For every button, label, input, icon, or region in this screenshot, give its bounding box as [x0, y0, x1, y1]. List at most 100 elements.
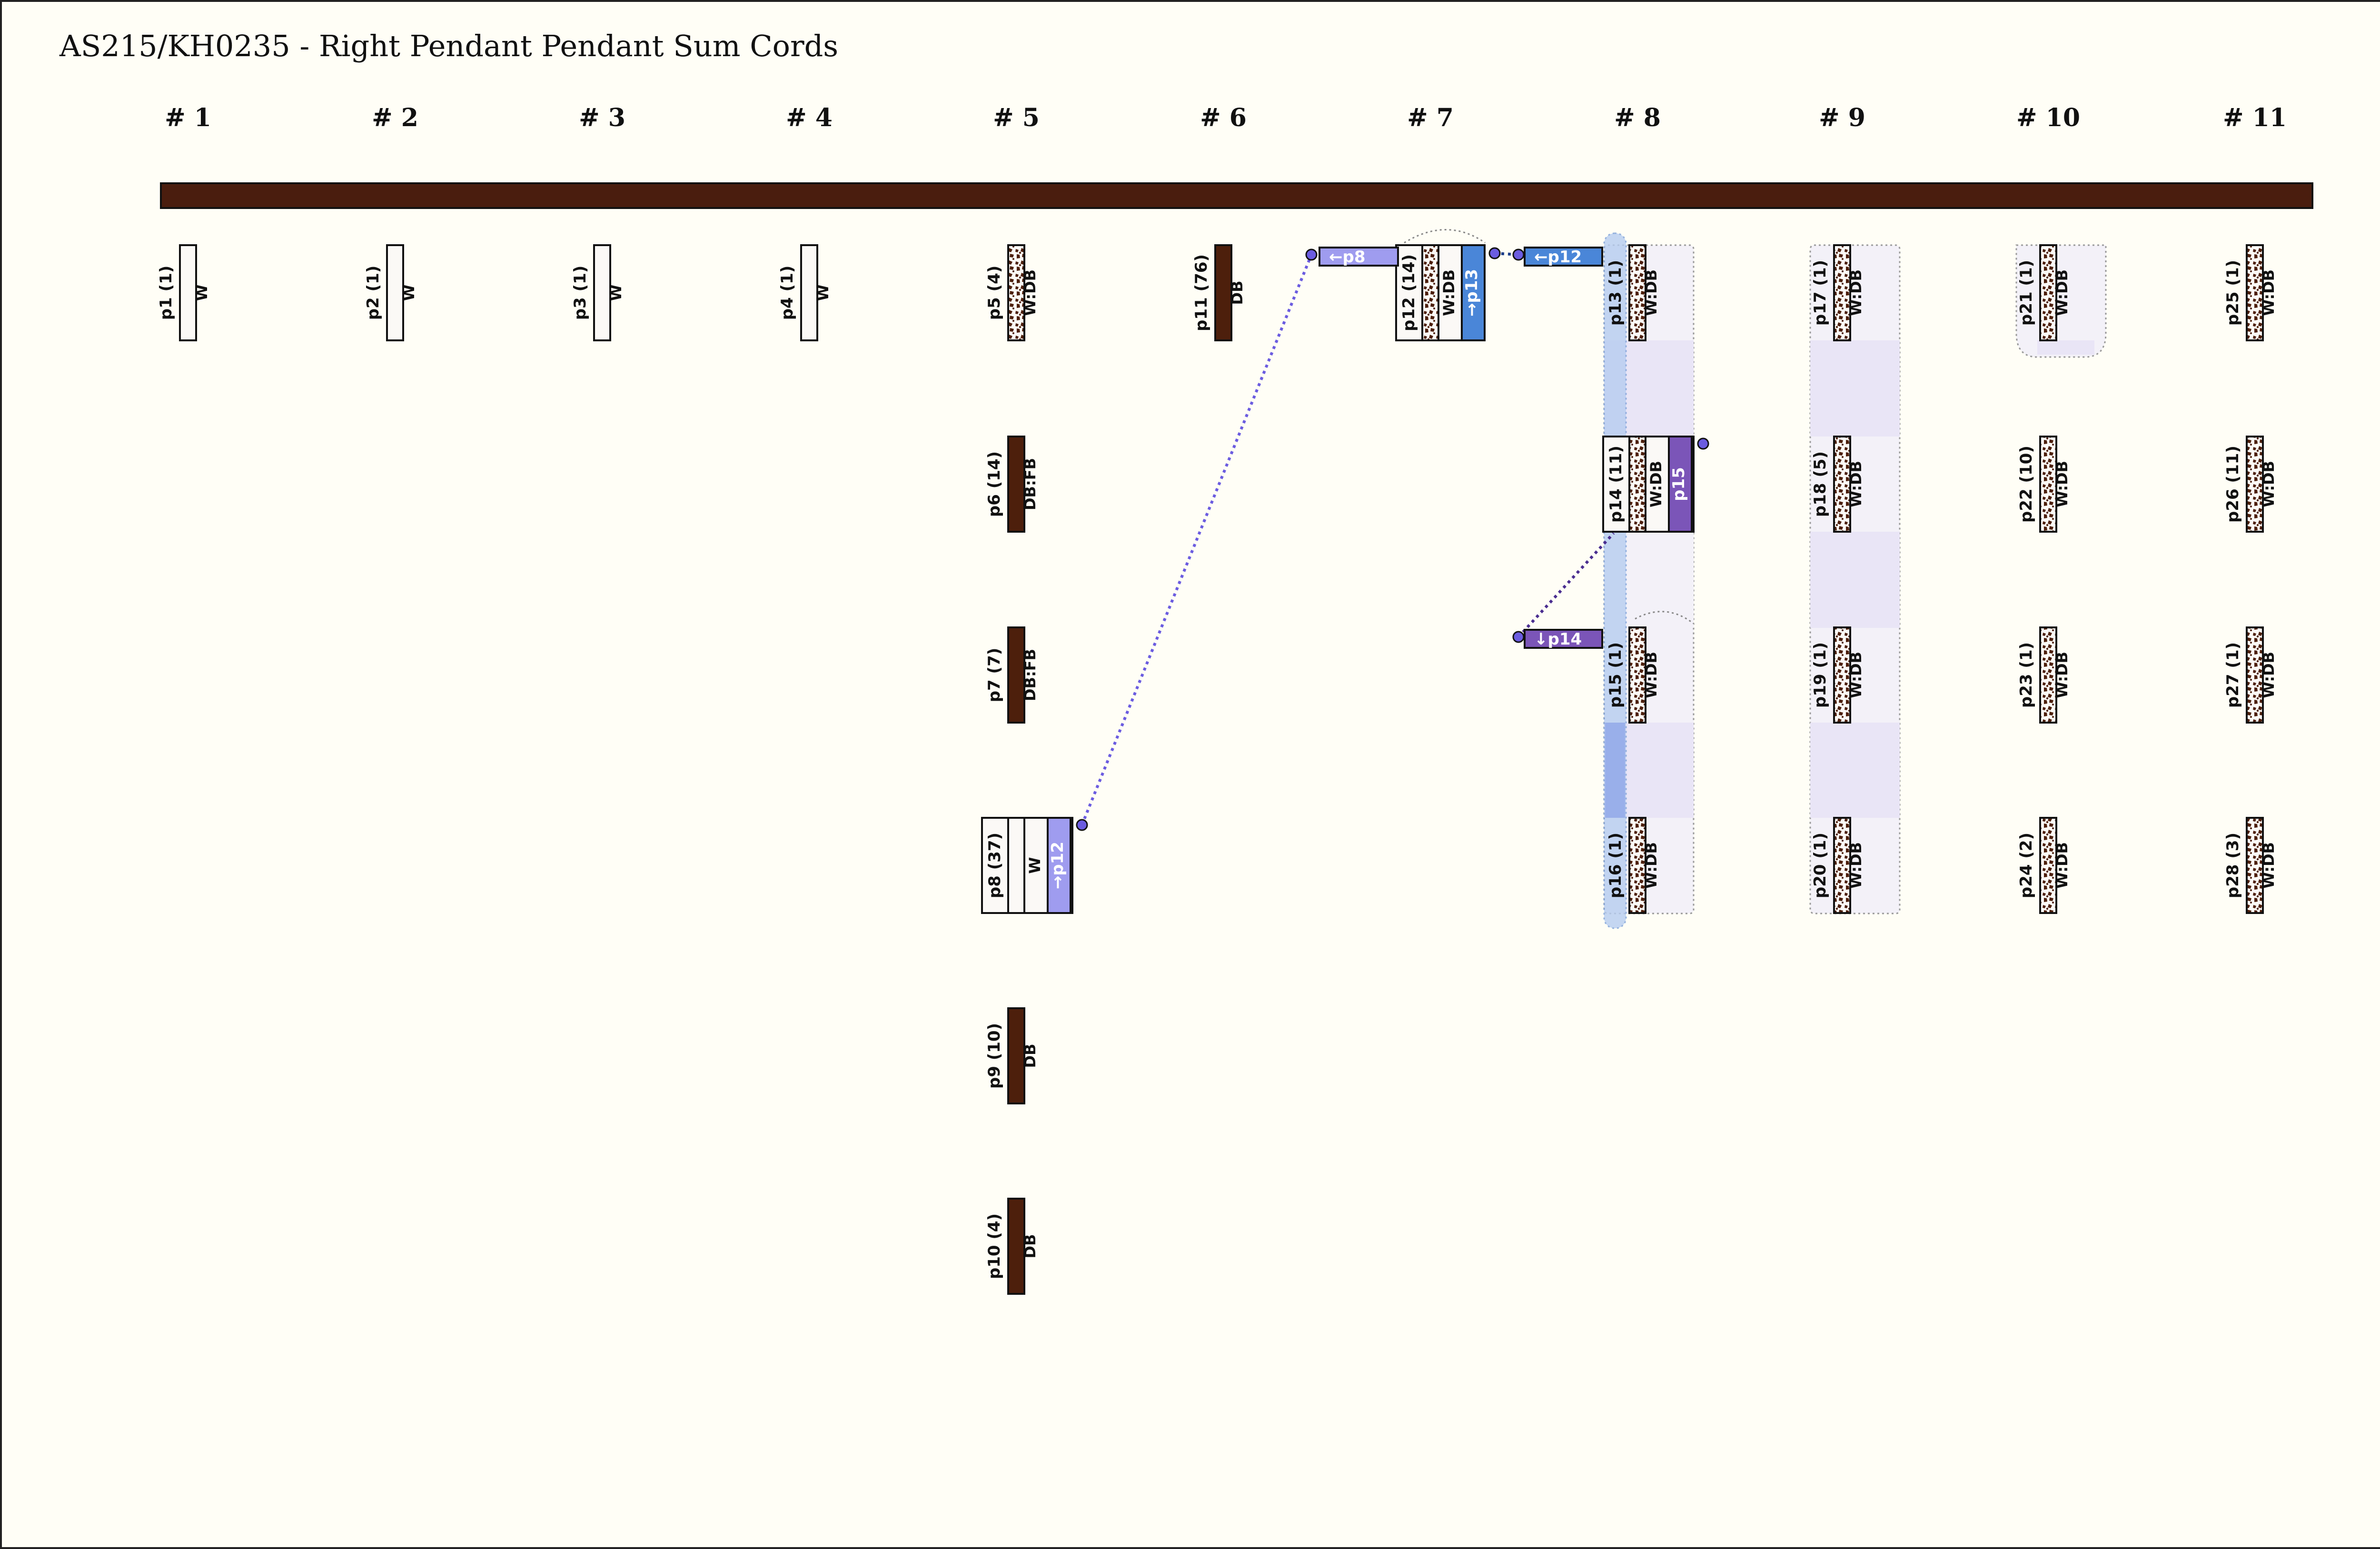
pendant-cord-p21[interactable]: p21 (1)W:DB: [2017, 244, 2071, 341]
pendant-cord-p3[interactable]: p3 (1) W: [571, 244, 625, 341]
cord-label: p6 (14): [985, 451, 1004, 517]
pendant-cord-p11[interactable]: p11 (76) DB: [1192, 244, 1246, 341]
cord-link-label: →p12: [1048, 842, 1067, 889]
pendant-cord-p24[interactable]: p24 (2) W:DB: [2017, 817, 2071, 914]
pendant-cord-p2[interactable]: p2 (1)W: [364, 244, 418, 341]
cord-bar: [1214, 244, 1232, 341]
pendant-cord-p18[interactable]: p18 (5) W:DB: [1811, 436, 1865, 533]
pendant-cord-p6[interactable]: p6 (14)DB:FB: [985, 436, 1039, 533]
cord-bar: [1628, 817, 1646, 914]
pendant-cord-p10[interactable]: p10 (4)DB: [985, 1198, 1039, 1295]
cord-color-label: W:DB: [1642, 652, 1660, 698]
cord-label: p17 (1): [1811, 260, 1830, 326]
pendant-cord-p15[interactable]: p15 (1) W:DB ↓p14: [1524, 626, 1660, 724]
pendant-cord-p19[interactable]: p19 (1) W:DB: [1811, 626, 1865, 724]
pendant-cord-p23[interactable]: p23 (1)W:DB: [2017, 626, 2071, 724]
cord-bar: [1628, 244, 1646, 341]
incoming-link-label: ↓p14: [1534, 630, 1582, 649]
cord-label: p7 (7): [985, 648, 1004, 703]
cord-label: p5 (4): [985, 266, 1004, 320]
cord-label: p15 (1): [1606, 642, 1625, 708]
group-label: # 10: [2016, 103, 2080, 132]
pendant-cord-p5[interactable]: p5 (4)W:DB: [985, 244, 1039, 341]
cord-color-label: W:DB: [1440, 269, 1458, 316]
primary-cord: [160, 182, 2313, 209]
cord-bar: [1007, 1007, 1025, 1104]
group-9-gap: [1810, 723, 1900, 818]
group-label: # 7: [1407, 103, 1454, 132]
group-10-box: [2015, 244, 2107, 358]
cord-label: p18 (5): [1811, 451, 1830, 517]
incoming-link-label: ←p8: [1329, 248, 1365, 267]
link-endpoint: [1488, 247, 1501, 259]
cord-color-label: W:DB: [2260, 269, 2278, 316]
cord-label: p8 (37): [985, 833, 1004, 898]
cord-bar: [2039, 626, 2057, 724]
pendant-cord-p28[interactable]: p28 (3)W:DB: [2223, 817, 2278, 914]
cord-label: p24 (2): [2017, 833, 2036, 898]
cord-bar: [179, 244, 197, 341]
group-10-gap: [2037, 340, 2094, 355]
cord-bar: [1833, 436, 1851, 533]
link-endpoint: [1076, 819, 1088, 831]
pendant-cord-p26[interactable]: p26 (11)W:DB: [2223, 436, 2278, 533]
cord-color-label: W: [400, 284, 418, 301]
cord-color-label: DB: [1021, 1234, 1039, 1259]
incoming-link-tag: [1319, 247, 1399, 267]
cord-bar: [1421, 244, 1439, 341]
group-label: # 8: [1614, 103, 1661, 132]
cord-color-label: W: [814, 284, 832, 301]
cord-color-label: W:DB: [1847, 461, 1865, 507]
group-label: # 6: [1200, 103, 1247, 132]
cord-color-label: W:DB: [1642, 269, 1660, 316]
group-label: # 9: [1819, 103, 1865, 132]
cord-label: p3 (1): [571, 266, 590, 320]
pendant-cord-p1[interactable]: p1 (1)W: [157, 244, 211, 341]
cord-color-label: W:DB: [2053, 842, 2071, 889]
cord-bar: [1007, 244, 1025, 341]
pendant-cord-p22[interactable]: p22 (10)W:DB: [2017, 436, 2071, 533]
link-endpoint: [1305, 248, 1318, 261]
cord-bar: [800, 244, 818, 341]
pendant-cord-p8[interactable]: p8 (37) W→p12: [981, 817, 1073, 914]
pendant-cord-p27[interactable]: p27 (1)W:DB: [2223, 626, 2278, 724]
cord-color-label: W:DB: [1642, 842, 1660, 889]
pendant-cord-p16[interactable]: p16 (1) W:DB: [1606, 817, 1660, 914]
cord-color-label: W:DB: [1647, 461, 1665, 507]
pendant-cord-p9[interactable]: p9 (10)DB: [985, 1007, 1039, 1104]
group-label: # 4: [786, 103, 833, 132]
cord-color-label: W: [1026, 857, 1044, 874]
pendant-cord-p13[interactable]: p13 (1)W:DB←p12: [1524, 244, 1660, 341]
pendant-cord-p20[interactable]: p20 (1)W:DB: [1811, 817, 1865, 914]
cord-color-label: DB:FB: [1021, 649, 1039, 701]
pendant-cord-p25[interactable]: p25 (1)W:DB: [2223, 244, 2278, 341]
group-label: # 11: [2223, 103, 2287, 132]
cord-color-label: W:DB: [1847, 652, 1865, 698]
link-p8-p12: [1081, 254, 1313, 826]
pendant-cord-p17[interactable]: p17 (1) W:DB: [1811, 244, 1865, 341]
cord-bar: [1007, 817, 1025, 914]
pendant-cord-p12[interactable]: p12 (14)W:DB→p13←p8: [1319, 244, 1486, 341]
pendant-cord-p4[interactable]: p4 (1)W: [778, 244, 832, 341]
cord-label: p20 (1): [1811, 833, 1830, 898]
cord-label: p19 (1): [1811, 642, 1830, 708]
cord-color-label: W: [607, 284, 625, 301]
cord-color-label: DB: [1228, 281, 1246, 305]
cord-color-label: W: [193, 284, 211, 301]
cord-label: p16 (1): [1606, 833, 1625, 898]
pendant-cord-p7[interactable]: p7 (7) DB:FB: [985, 626, 1039, 724]
cord-color-label: W:DB: [1847, 269, 1865, 316]
cord-label: p11 (76): [1192, 254, 1211, 331]
group-9-gap: [1810, 532, 1900, 628]
group-label: # 1: [165, 103, 211, 132]
cord-bar: [2039, 817, 2057, 914]
cord-bar: [1628, 436, 1646, 533]
group-label: # 2: [372, 103, 418, 132]
cord-bar: [2246, 817, 2264, 914]
cord-label: p21 (1): [2017, 260, 2036, 326]
group-label: # 5: [993, 103, 1040, 132]
cord-bar: [2039, 244, 2057, 341]
